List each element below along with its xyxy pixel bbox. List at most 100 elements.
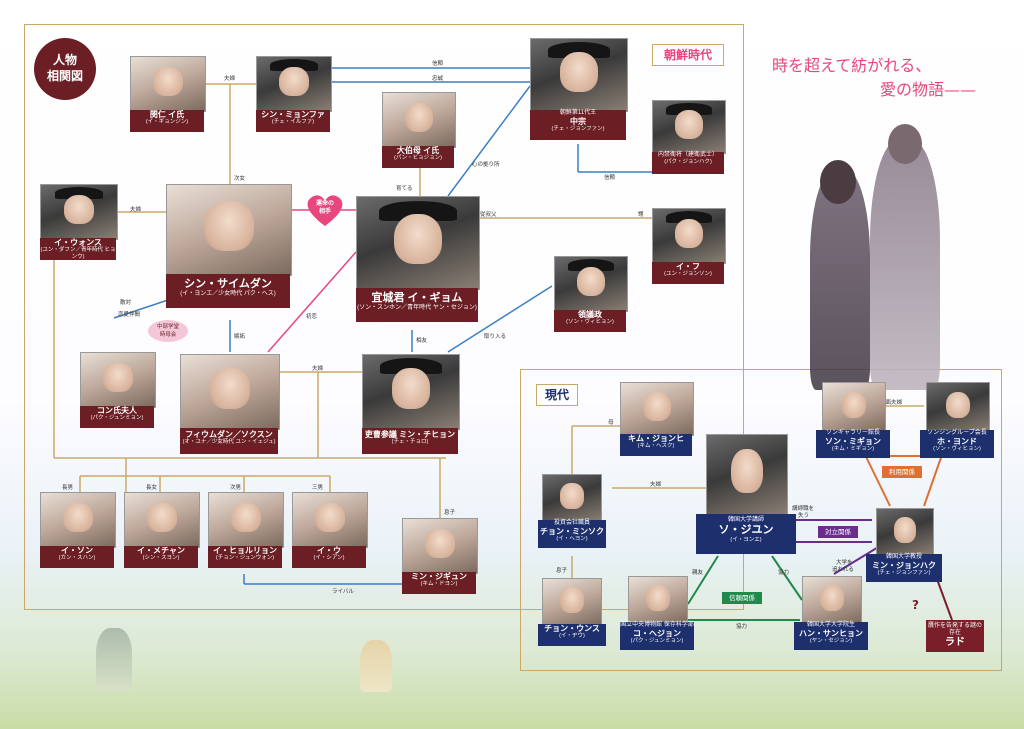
joseon-frame (24, 24, 744, 610)
iu-photo (292, 492, 368, 548)
sojiyun-role: 韓国大学講師 (727, 517, 764, 523)
rel-coop1: 協力 (778, 570, 790, 576)
ihu-photo (652, 208, 726, 264)
kohejong-nameplate: 国立中央博物館 保存科学部 コ・ヘジョン (パク・ジュンミョン) (620, 622, 694, 650)
chungunsu-name: チョン・ウンス (544, 624, 600, 633)
kong-name: コン氏夫人 (97, 406, 137, 415)
sonmigyong-name: ソン・ミギョン (825, 436, 881, 446)
ihu-name: イ・フ (676, 262, 700, 271)
iwonsu-photo (40, 184, 118, 240)
minchi-actor: (チェ・チョロ) (391, 439, 429, 446)
ison-name: イ・ソン (61, 546, 93, 555)
chief-name: 領議政 (578, 310, 602, 319)
hoyondo-name: ホ・ヨンド (937, 436, 977, 446)
era-modern-badge: 現代 (536, 384, 578, 406)
minjonghak-photo (876, 508, 934, 556)
guard-role: 内禁衛将（建衛武士） (657, 152, 718, 158)
kimjonghi-name: キム・ジョンヒ (628, 434, 684, 443)
rel-brother: 甥 (638, 212, 644, 218)
rel-trust2: 信頼 (604, 175, 616, 181)
minjigyun-name: ミン・ジギュン (411, 572, 467, 581)
figure-man (96, 628, 132, 690)
rel-cousin: 従叔父 (480, 212, 497, 218)
guard-actor: (パク・ジョンハク) (664, 158, 712, 165)
jungjong-actor: (チェ・ジョンファン) (551, 126, 605, 133)
rel-raised: 育てる (396, 186, 413, 192)
rel-used: 取り入る (484, 334, 507, 340)
father-actor: (チェ・イルファ) (271, 119, 315, 126)
rel-first-love: 初恋 (306, 314, 318, 320)
chief-actor: (ソン・ヴィヒョン) (566, 319, 614, 326)
rel-heart: 心の拠り所 (472, 162, 500, 168)
rel-couple1: 夫婦 (224, 76, 236, 82)
iu-name: イ・ウ (317, 546, 341, 555)
jungjong-name: 中宗 (570, 116, 586, 126)
rel-loyal: 忠誠 (432, 76, 444, 82)
rel-couple3: 夫婦 (312, 366, 324, 372)
sojiyun-actor: (イ・ヨンエ) (730, 536, 762, 543)
title-line1: 人物 (52, 53, 77, 67)
minjigyun-actor: (キム・ドヨン) (420, 581, 458, 588)
iwonsu-actor: (ユン・ダフン／青年時代 ヒョンウ) (40, 247, 116, 260)
chungunsu-actor: (イ・ヂウ) (559, 633, 585, 640)
rel-close: 親友 (692, 570, 704, 576)
tagline-line1: 時を超えて紡がれる、 (772, 56, 932, 75)
era-joseon-badge: 朝鮮時代 (652, 44, 724, 66)
rel-trust1: 信頼 (432, 61, 444, 67)
ison-actor: (カン・スハン) (58, 555, 96, 562)
imechan-actor: (シン・スヨン) (142, 555, 180, 562)
iu-nameplate: イ・ウ (イ・シアン) (292, 546, 366, 568)
figure-woman (360, 640, 392, 692)
title-badge: 人物 相関図 (34, 38, 96, 100)
lady-i-nameplate: 閔仁 イ氏 (イ・ギョンジン) (130, 110, 204, 132)
lady-i-actor: (イ・ギョンジン) (145, 119, 189, 126)
minjigyun-nameplate: ミン・ジギュン (キム・ドヨン) (402, 572, 476, 594)
rel-dream-1: 大学を (836, 560, 853, 566)
hoyondo-nameplate: ソンジングループ会長 ホ・ヨンド (ソン・ヴィヒョン) (920, 430, 994, 458)
rel-lecturer-2: 失う (798, 513, 810, 519)
sonmigyong-nameplate: ソンギャラリー館長 ソン・ミギョン (キム・ミギョン) (816, 430, 890, 458)
sojiyun-nameplate: 韓国大学講師 ソ・ジユン (イ・ヨンエ) (696, 514, 796, 554)
fate-label-2: 相手 (318, 208, 331, 215)
rel-second-son: 次男 (230, 485, 242, 491)
iwonsu-name: イ・ウォンス (54, 238, 102, 247)
hwieum-actor: (オ・ユナ／少女時代 ユン・イェジュ) (182, 439, 276, 446)
lady-i-name: 閔仁 イ氏 (149, 110, 185, 119)
mutual-use-tag: 利用関係 (882, 466, 922, 478)
ihyeol-actor: (チョン・ジュンウォン) (215, 555, 275, 562)
saimdang-name: シン・サイムダン (184, 278, 272, 290)
rel-rival-sched: 恋愛仲間 (118, 312, 141, 318)
lady-i-photo (130, 56, 206, 112)
rel-coop2: 協力 (736, 624, 748, 630)
sonmigyong-actor: (キム・ミギョン) (831, 446, 875, 453)
rel-dream-2: 追われる (832, 567, 854, 573)
kong-actor: (パク・ジュンミョン) (90, 415, 144, 422)
chungunsu-photo (542, 578, 602, 626)
sonmigyong-role: ソンギャラリー館長 (825, 430, 880, 436)
hoyondo-photo (926, 382, 990, 432)
minjonghak-role: 韓国大学教授 (885, 554, 922, 560)
hansanghyon-actor: (ヤン・セジョン) (809, 638, 853, 645)
minchi-role: 吏曹参議 (364, 430, 397, 439)
kong-nameplate: コン氏夫人 (パク・ジュンミョン) (80, 406, 154, 428)
minchi-nameplate: 吏曹参議 ミン・チヒョン (チェ・チョロ) (362, 428, 458, 454)
hoyondo-role: ソンジングループ会長 (927, 430, 987, 436)
imechan-nameplate: イ・メチャン (シン・スヨン) (124, 546, 198, 568)
hansanghyon-name: ハン・サンヒョン (799, 628, 863, 638)
imechan-photo (124, 492, 200, 548)
ihu-actor: (ユン・ジョンソン) (664, 271, 712, 278)
saimdang-photo (166, 184, 292, 276)
uiseong-photo (356, 196, 480, 290)
kong-photo (80, 352, 156, 408)
jungminsuk-actor: (イ・ヘヨン) (556, 536, 588, 543)
daebaek-photo (382, 92, 456, 148)
sojiyun-photo (706, 434, 788, 516)
ihyeol-name: イ・ヒョルリョン (213, 546, 277, 555)
rel-eldest-daughter: 長女 (146, 485, 158, 491)
kimjonghi-photo (620, 382, 694, 436)
rado-role: 贋作を告発する謎の存在 (927, 623, 982, 636)
jungminsuk-role: 投資会社職員 (553, 520, 590, 526)
rado-name: ラド (945, 636, 965, 648)
rel-rival: ライバル (332, 589, 354, 595)
